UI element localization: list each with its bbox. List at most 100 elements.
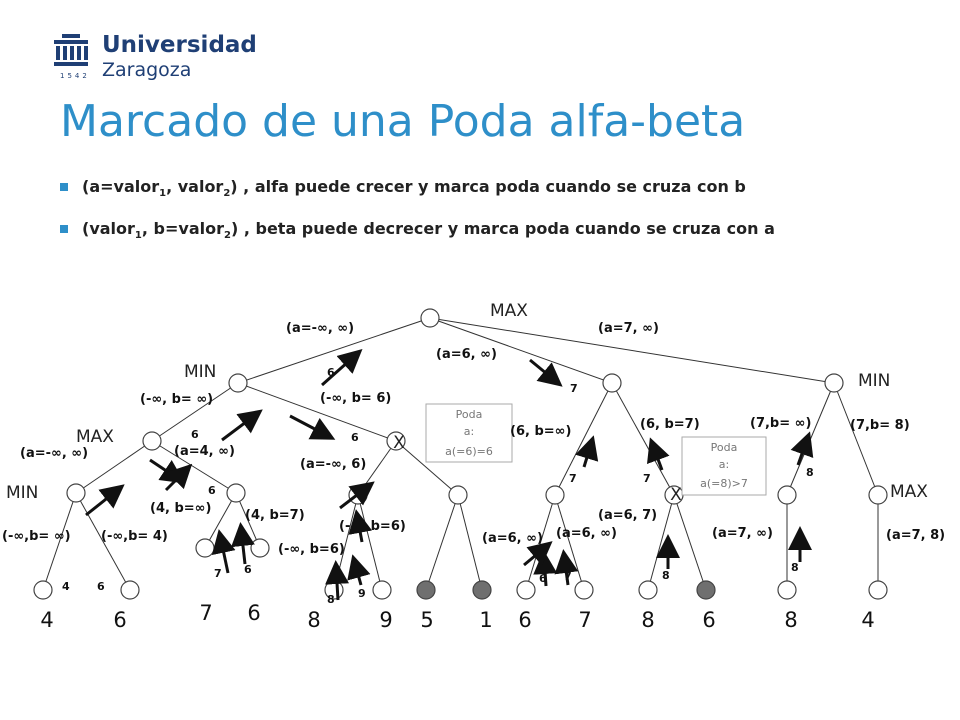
prune-box [681, 436, 767, 496]
page-title: Marcado de una Poda alfa-beta [60, 96, 746, 147]
leaf-value: 8 [784, 608, 797, 632]
university-seal-icon [54, 34, 88, 66]
tree-node-min-d [448, 485, 468, 505]
arrow-icon [348, 509, 373, 543]
bound-label: (4, b=7) [245, 508, 305, 523]
leaf-value: 7 [578, 608, 591, 632]
value-label: 7 [569, 472, 577, 485]
leaf-value: 4 [861, 608, 874, 632]
tree-node-max5 [777, 485, 797, 505]
bound-label: (-∞, b= ∞) [140, 392, 213, 407]
arrow-icon [164, 463, 193, 492]
svg-text:a:: a: [719, 458, 729, 471]
leaf-value: 5 [420, 608, 433, 632]
prune-box [425, 403, 513, 463]
logo-name: Universidad [102, 32, 257, 58]
bound-label: (a=7, 8) [886, 528, 945, 543]
bound-label: (a=-∞, 6) [300, 457, 366, 472]
arrow-icon [221, 409, 263, 442]
tree-node-min-a [66, 483, 86, 503]
level-label: MIN [6, 483, 38, 503]
tree-leaf [516, 580, 536, 600]
value-label: 8 [791, 561, 799, 574]
bound-label: (-∞,b= 4) [101, 529, 168, 544]
tree-leaf [120, 580, 140, 600]
arrow-icon [321, 349, 363, 387]
leaf-value: 9 [379, 608, 392, 632]
value-label: 6 [351, 431, 359, 444]
leaf-value: 4 [40, 608, 53, 632]
logo-year: 1542 [60, 72, 90, 80]
bound-label: (7,b= 8) [850, 418, 910, 433]
bound-label: (-∞, b=6) [339, 519, 406, 534]
arrow-icon [231, 522, 255, 565]
value-label: 6 [539, 572, 547, 585]
level-label: MIN [184, 362, 216, 382]
bullet-beta: (valor1, b=valor2) , beta puede decrecer… [60, 218, 940, 241]
tree-node-max3 [545, 485, 565, 505]
bound-label: (7,b= ∞) [750, 416, 811, 431]
tree-leaf [868, 580, 888, 600]
leaf-value: 8 [307, 608, 320, 632]
bound-label: (-∞, b= 6) [320, 391, 391, 406]
bound-label: (6, b=∞) [510, 424, 571, 439]
arrow-icon [347, 554, 371, 586]
value-label: 9 [358, 587, 366, 600]
leaf-value: 1 [479, 608, 492, 632]
bound-label: (a=6, ∞) [482, 531, 543, 546]
leaf-value: 6 [247, 601, 260, 625]
arrow-icon [529, 358, 563, 387]
value-label: 6 [191, 428, 199, 441]
tree-leaf-pruned [696, 580, 716, 600]
value-label: 6 [327, 366, 335, 379]
leaf-value: 6 [113, 608, 126, 632]
value-label: 7 [570, 382, 578, 395]
level-label: MAX [490, 301, 528, 321]
tree-edges [42, 317, 879, 591]
tree-leaf-pruned [472, 580, 492, 600]
tree-leaf-pruned [416, 580, 436, 600]
level-label: MAX [76, 427, 114, 447]
prune-mark: X [670, 485, 682, 505]
bound-label: (a=-∞, ∞) [20, 446, 88, 461]
arrow-icon [646, 437, 670, 471]
arrow-icon [289, 414, 336, 440]
bound-label: (4, b=∞) [150, 501, 211, 516]
tree-leaf [638, 580, 658, 600]
value-label: 8 [327, 593, 335, 606]
value-label: 4 [62, 580, 70, 593]
svg-text:Poda: Poda [456, 408, 483, 421]
bound-label: (a=6, ∞) [436, 347, 497, 362]
value-label: 7 [214, 567, 222, 580]
arrow-icon [211, 529, 236, 574]
svg-text:Poda: Poda [711, 441, 738, 454]
bullet-list: (a=valor1, valor2) , alfa puede crecer y… [60, 176, 940, 241]
value-label: 6 [244, 563, 252, 576]
logo-city: Zaragoza [102, 59, 192, 81]
tree-leaf [777, 580, 797, 600]
square-bullet-icon [60, 183, 68, 191]
level-label: MIN [858, 371, 890, 391]
leaf-value: 7 [199, 601, 212, 625]
bound-label: (6, b=7) [640, 417, 700, 432]
tree-node-min2 [602, 373, 622, 393]
value-label: 7 [643, 472, 651, 485]
prune-mark: X [393, 433, 405, 453]
tree-node-max1 [142, 431, 162, 451]
bound-label: (a=6, ∞) [556, 526, 617, 541]
svg-text:a:: a: [464, 425, 474, 438]
bound-label: (a=7, ∞) [712, 526, 773, 541]
value-label: 6 [97, 580, 105, 593]
arrow-icon [575, 435, 599, 468]
leaf-value: 6 [518, 608, 531, 632]
bound-label: (a=6, 7) [598, 508, 657, 523]
square-bullet-icon [60, 225, 68, 233]
arrow-icon [85, 484, 125, 517]
leaf-value: 8 [641, 608, 654, 632]
bound-label: (-∞, b=6) [278, 542, 345, 557]
bound-label: (a=4, ∞) [174, 444, 235, 459]
bullet-alpha: (a=valor1, valor2) , alfa puede crecer y… [60, 176, 940, 199]
bound-label: (-∞,b= ∞) [2, 529, 71, 544]
bound-label: (a=7, ∞) [598, 321, 659, 336]
